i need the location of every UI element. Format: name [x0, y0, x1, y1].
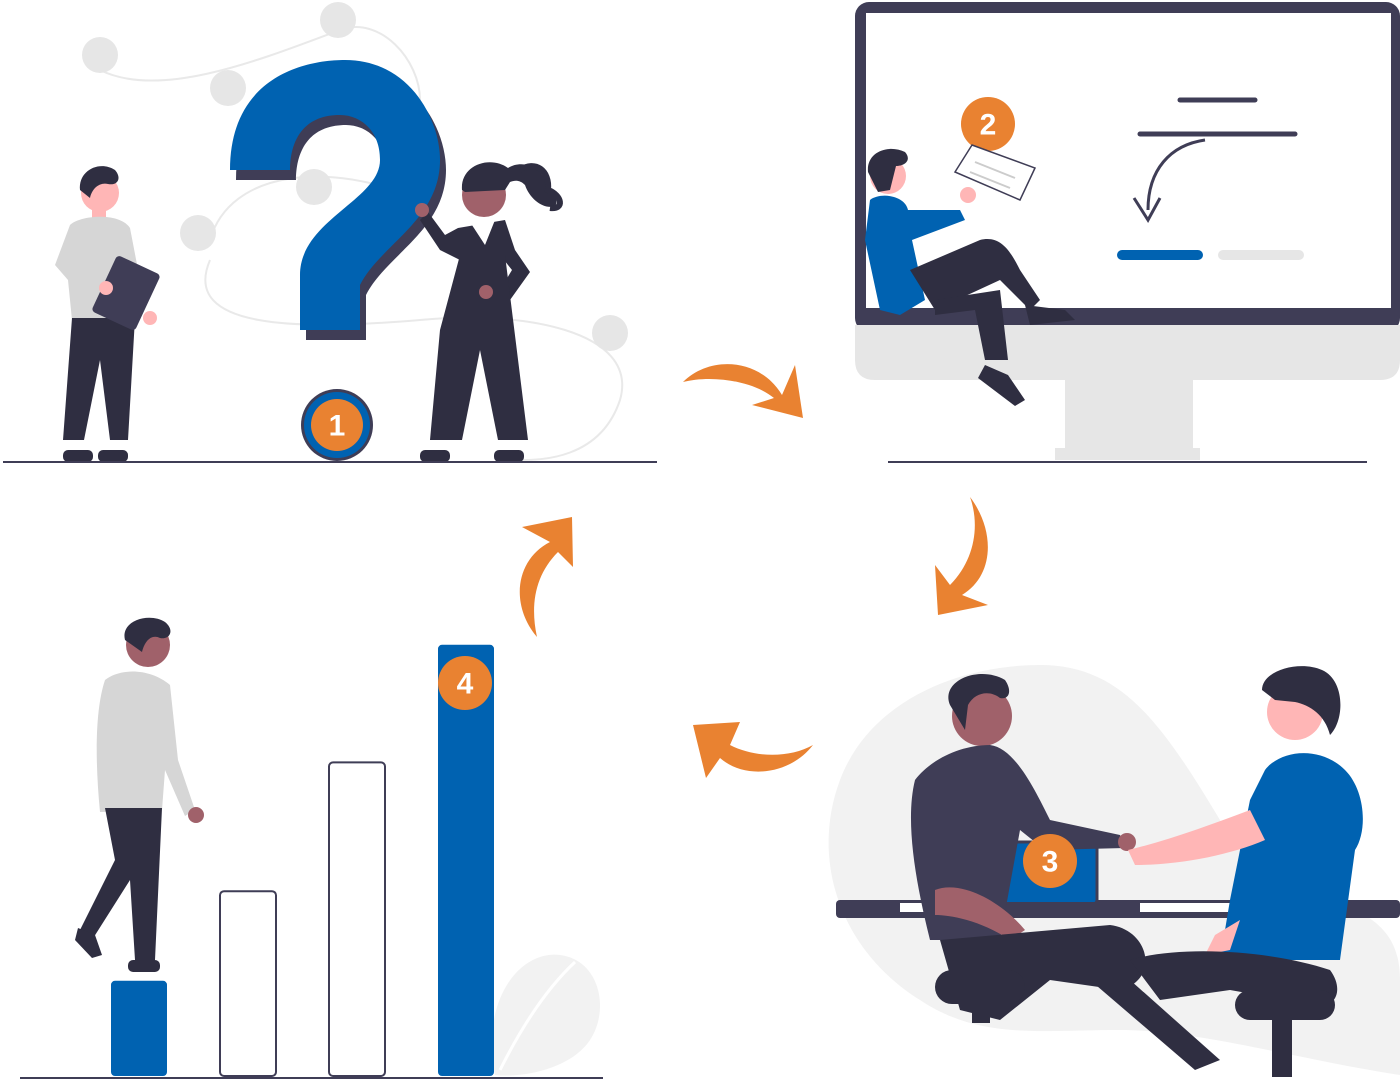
growth-bar-3	[328, 761, 386, 1078]
growth-bar-chart	[111, 644, 494, 1078]
growth-bar-1	[111, 980, 167, 1076]
cycle-arrows	[519, 364, 988, 778]
paper-document	[953, 144, 1037, 201]
screen-content	[1117, 97, 1304, 260]
background-dots	[82, 2, 628, 351]
person-man-sitting	[865, 148, 1075, 406]
step-3-badge: 3	[1023, 834, 1077, 888]
panel-question: 1	[3, 2, 657, 463]
clockwise-arrow-icon	[935, 497, 988, 615]
monitor	[855, 2, 1400, 460]
sort-arrow-icon	[1132, 138, 1206, 223]
growth-bar-2	[219, 890, 277, 1078]
growth-bar-4	[438, 644, 494, 1076]
step-2-number: 2	[980, 109, 997, 142]
person-man-left	[910, 674, 1220, 1070]
step-4-number: 4	[457, 668, 474, 701]
person-man-with-tablet	[55, 166, 160, 462]
panel-agreement: 3	[828, 665, 1400, 1077]
step-2-badge: 2	[961, 97, 1015, 151]
step-1-number: 1	[329, 410, 346, 443]
clockwise-arrow-icon	[683, 364, 803, 418]
person-man-stepping	[75, 617, 204, 972]
step-4-badge: 4	[438, 656, 492, 710]
panel-growth: 4	[20, 617, 603, 1079]
person-man-right	[1128, 666, 1363, 1077]
panel-analysis: 2	[855, 2, 1400, 463]
clockwise-arrow-icon	[519, 517, 573, 637]
clockwise-arrow-icon	[693, 722, 813, 778]
person-woman-pointing	[415, 162, 563, 462]
step-3-number: 3	[1042, 846, 1059, 879]
leaf-decoration	[491, 954, 600, 1076]
step-1-badge: 1	[311, 399, 363, 451]
